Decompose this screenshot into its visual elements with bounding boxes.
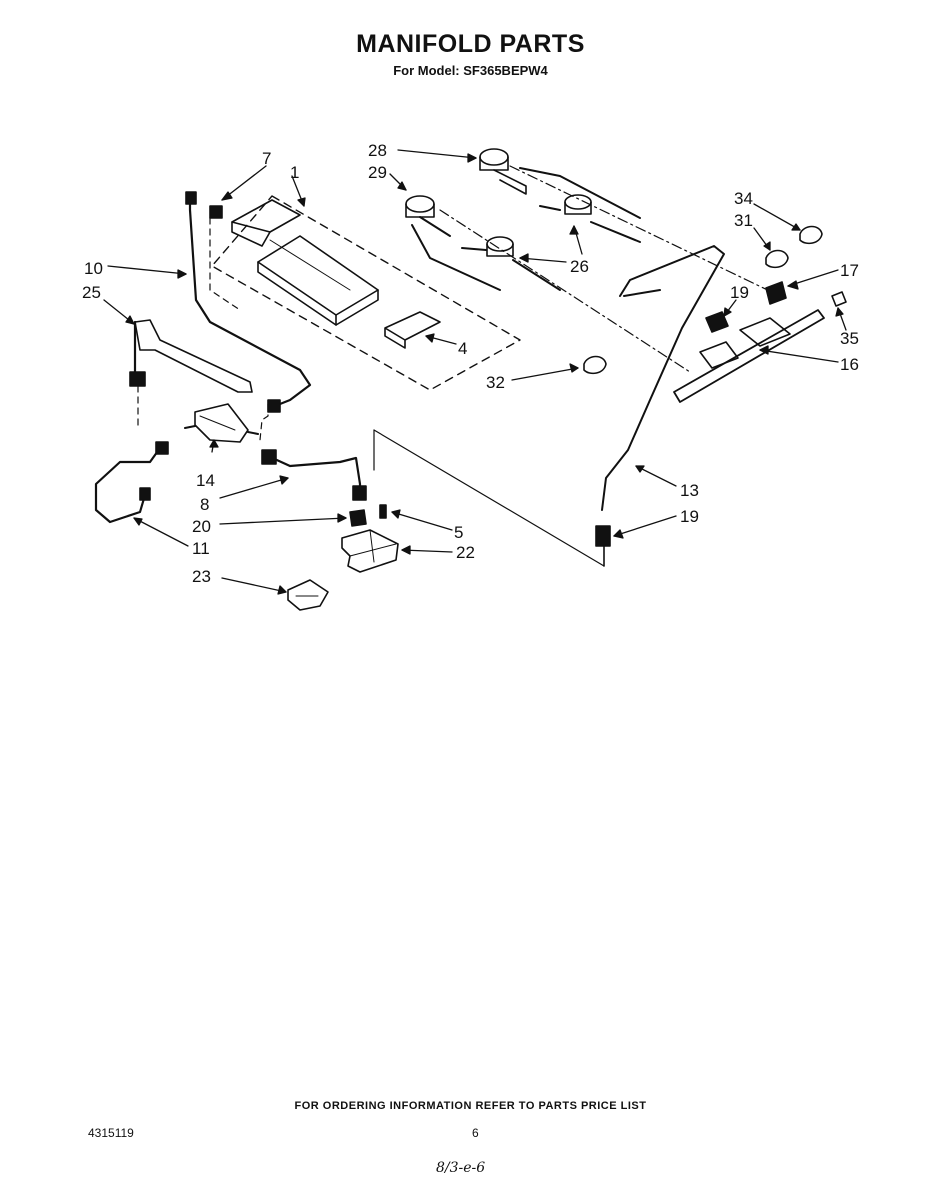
tube-13: [601, 245, 725, 511]
callout-26: 26: [570, 257, 589, 276]
page-title: MANIFOLD PARTS: [356, 30, 585, 58]
callout-25: 25: [82, 283, 101, 302]
handwritten-note: 8/3-e-6: [436, 1160, 486, 1176]
pressure-regulator: [287, 579, 329, 611]
broil-tube: [134, 319, 253, 393]
callout-29: 29: [368, 163, 387, 182]
valve: [765, 281, 787, 305]
callout-7: 7: [262, 149, 271, 168]
callout-4: 4: [458, 339, 467, 358]
tube-to-regulator: [266, 454, 362, 494]
oven-tube: [188, 196, 312, 410]
callout-8: 8: [200, 495, 209, 514]
manifold-exploded-diagram: 28 29 7 1 10 25 4 26 34 31 17 19 35 16 3…: [82, 141, 859, 611]
cap-35: [831, 291, 847, 307]
callout-11: 11: [192, 539, 210, 558]
model-subtitle: For Model: SF365BEPW4: [393, 63, 548, 78]
manifold-pipe: [673, 309, 825, 403]
top-burner-26: [461, 236, 561, 291]
regulator-bracket: [341, 529, 399, 573]
top-burner-29: [405, 195, 501, 291]
callout-35: 35: [840, 329, 859, 348]
callout-17: 17: [840, 261, 859, 280]
tube-loop: [94, 446, 162, 524]
callout-34: 34: [734, 189, 753, 208]
safety-valve: [194, 403, 249, 443]
burner-bracket: [384, 311, 441, 349]
burner-cap-34: [799, 225, 823, 245]
burner-cap-31: [765, 249, 789, 269]
document-number: 4315119: [88, 1126, 134, 1140]
callout-14: 14: [196, 471, 215, 490]
callout-31: 31: [734, 211, 753, 230]
callout-32: 32: [486, 373, 505, 392]
knob-32: [583, 355, 607, 375]
callout-19-upper: 19: [730, 283, 749, 302]
page-number: 6: [472, 1126, 479, 1140]
callout-1: 1: [290, 163, 299, 182]
callout-23: 23: [192, 567, 211, 586]
callout-28: 28: [368, 141, 387, 160]
callout-22: 22: [456, 543, 475, 562]
orifice-hood: [209, 205, 223, 219]
callout-20: 20: [192, 517, 211, 536]
fitting-19-lower: [595, 525, 611, 547]
callout-13: 13: [680, 481, 699, 500]
top-burner-rear-right: [539, 194, 641, 243]
union-fitting: [349, 509, 367, 527]
fitting-19: [705, 311, 729, 333]
ordering-note: FOR ORDERING INFORMATION REFER TO PARTS …: [294, 1100, 647, 1112]
callout-5: 5: [454, 523, 463, 542]
screw: [379, 504, 387, 519]
oven-burner: [231, 199, 379, 326]
callout-16: 16: [840, 355, 859, 374]
callout-10: 10: [84, 259, 103, 278]
top-burner-28: [479, 148, 641, 219]
callout-19-lower: 19: [680, 507, 699, 526]
